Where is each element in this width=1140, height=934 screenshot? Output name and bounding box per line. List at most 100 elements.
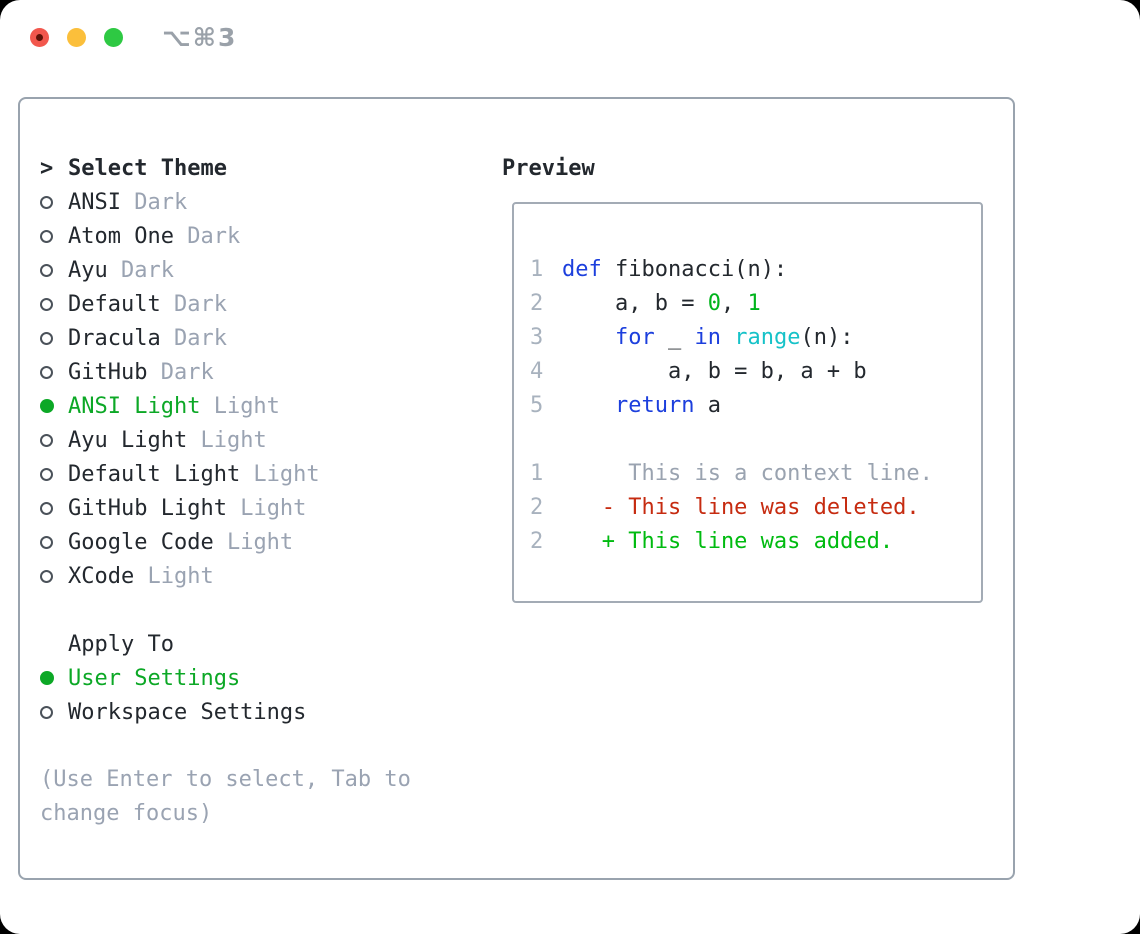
radio-icon bbox=[40, 501, 53, 515]
theme-picker-panel: > Select Theme ANSI Dark Atom One Dark A… bbox=[18, 97, 1015, 880]
theme-name: Default bbox=[68, 291, 161, 317]
cursor-prompt-icon: > bbox=[40, 155, 54, 181]
theme-item[interactable]: Dracula Dark bbox=[40, 321, 445, 355]
line-number: 2 bbox=[530, 494, 544, 520]
line-number: 4 bbox=[530, 358, 544, 384]
theme-list: ANSI Dark Atom One Dark Ayu Dark Default… bbox=[40, 185, 445, 593]
code-line: 1 This is a context line. bbox=[530, 456, 981, 490]
theme-item[interactable]: ANSI Dark bbox=[40, 185, 445, 219]
theme-item[interactable]: Ayu Light Light bbox=[40, 423, 445, 457]
code-segment-kw: def bbox=[562, 256, 602, 282]
code-segment-kw: in bbox=[694, 324, 721, 350]
theme-variant: Dark bbox=[160, 325, 227, 351]
code-line: 2 + This line was added. bbox=[530, 524, 981, 558]
apply-to-title: Apply To bbox=[68, 631, 174, 657]
code-line bbox=[530, 422, 981, 456]
radio-icon bbox=[40, 229, 53, 243]
select-theme-title: Select Theme bbox=[68, 155, 227, 181]
theme-name: GitHub bbox=[68, 359, 148, 385]
code-segment-num: 1 bbox=[747, 290, 761, 316]
apply-option-label: User Settings bbox=[68, 665, 241, 691]
theme-name: Google Code bbox=[68, 529, 214, 555]
code-segment-fg: fibonacci(n): bbox=[601, 256, 788, 282]
radio-icon bbox=[40, 569, 53, 583]
spacer bbox=[40, 729, 445, 763]
code-line: 3 for _ in range(n): bbox=[530, 320, 981, 354]
apply-to-header: Apply To bbox=[40, 627, 445, 661]
apply-to-list: User Settings Workspace Settings bbox=[40, 661, 445, 729]
theme-item[interactable]: Ayu Dark bbox=[40, 253, 445, 287]
code-line: 5 return a bbox=[530, 388, 981, 422]
theme-variant: Dark bbox=[173, 223, 241, 249]
code-segment-fg: a bbox=[694, 392, 721, 418]
code-line: 2 a, b = 0, 1 bbox=[530, 286, 981, 320]
code-segment-del: - This line was deleted. bbox=[562, 494, 920, 520]
theme-item[interactable]: ANSI Light Light bbox=[40, 389, 445, 423]
radio-icon bbox=[40, 535, 53, 549]
line-number: 5 bbox=[530, 392, 544, 418]
minimize-button[interactable] bbox=[67, 27, 86, 47]
theme-variant: Light bbox=[240, 461, 320, 487]
close-dot-icon bbox=[36, 33, 43, 41]
theme-name: Dracula bbox=[68, 325, 161, 351]
theme-item[interactable]: Atom One Dark bbox=[40, 219, 445, 253]
line-number: 1 bbox=[530, 460, 544, 486]
select-theme-header: > Select Theme bbox=[40, 151, 445, 185]
selected-radio-icon bbox=[40, 671, 54, 685]
zoom-button[interactable] bbox=[104, 27, 123, 47]
theme-name: ANSI bbox=[68, 189, 121, 215]
code-segment-fg: , bbox=[720, 290, 748, 316]
code-segment-fg: _ bbox=[654, 324, 695, 350]
code-segment-kw: for bbox=[614, 324, 655, 350]
theme-name: GitHub Light bbox=[68, 495, 227, 521]
line-number: 2 bbox=[530, 528, 544, 554]
radio-icon bbox=[40, 195, 53, 209]
theme-name: XCode bbox=[68, 563, 135, 589]
code-segment-fg: (n): bbox=[800, 324, 854, 350]
code-segment-fg bbox=[562, 325, 615, 350]
code-segment-add: + This line was added. bbox=[562, 528, 894, 554]
theme-variant: Dark bbox=[147, 359, 214, 385]
theme-name: Ayu Light bbox=[68, 427, 188, 453]
apply-option[interactable]: User Settings bbox=[40, 661, 445, 695]
theme-item[interactable]: Default Light Light bbox=[40, 457, 445, 491]
theme-name: Default Light bbox=[68, 461, 241, 487]
code-segment-ctx: This is a context line. bbox=[562, 460, 933, 486]
apply-option[interactable]: Workspace Settings bbox=[40, 695, 445, 729]
theme-variant: Dark bbox=[107, 257, 174, 283]
close-button[interactable] bbox=[30, 27, 49, 47]
theme-variant: Light bbox=[134, 563, 214, 589]
spacer bbox=[40, 593, 445, 627]
radio-icon bbox=[40, 705, 53, 719]
radio-icon bbox=[40, 365, 53, 379]
selected-radio-icon bbox=[40, 399, 54, 413]
hint-text: (Use Enter to select, Tab to change focu… bbox=[40, 767, 411, 826]
theme-variant: Light bbox=[200, 393, 280, 419]
theme-variant: Light bbox=[213, 529, 294, 555]
code-segment-fg: a, b = b, a + b bbox=[562, 358, 867, 384]
line-number: 3 bbox=[530, 324, 544, 350]
radio-icon bbox=[40, 331, 53, 345]
left-column: > Select Theme ANSI Dark Atom One Dark A… bbox=[40, 151, 445, 831]
theme-item[interactable]: Google Code Light bbox=[40, 525, 445, 559]
radio-icon bbox=[40, 297, 53, 311]
code-segment-fg bbox=[562, 393, 615, 418]
code-segment-fg bbox=[721, 325, 734, 350]
titlebar: ⌥⌘3 bbox=[30, 23, 237, 52]
theme-variant: Dark bbox=[120, 189, 188, 215]
radio-icon bbox=[40, 263, 53, 277]
radio-icon bbox=[40, 433, 53, 447]
line-number: 2 bbox=[530, 290, 544, 316]
theme-item[interactable]: GitHub Light Light bbox=[40, 491, 445, 525]
preview-title: Preview bbox=[502, 155, 595, 181]
theme-item[interactable]: Default Dark bbox=[40, 287, 445, 321]
theme-variant: Light bbox=[187, 427, 267, 453]
apply-option-label: Workspace Settings bbox=[68, 699, 307, 725]
code-line: 4 a, b = b, a + b bbox=[530, 354, 981, 388]
theme-name: ANSI Light bbox=[68, 393, 201, 419]
theme-item[interactable]: XCode Light bbox=[40, 559, 445, 593]
theme-item[interactable]: GitHub Dark bbox=[40, 355, 445, 389]
